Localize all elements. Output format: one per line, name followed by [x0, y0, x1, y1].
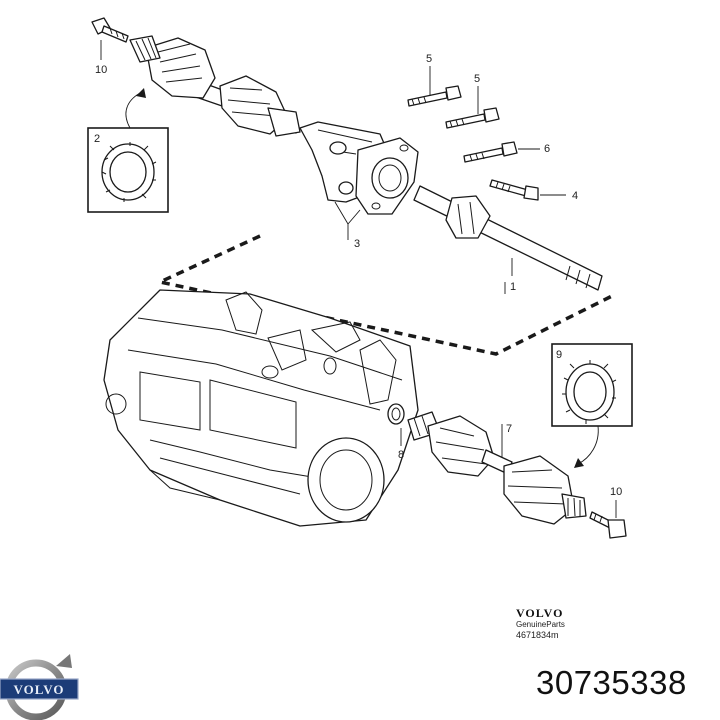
callout-9: 9: [556, 349, 562, 361]
callout-4: 4: [572, 190, 578, 202]
logo-text: VOLVO: [14, 682, 65, 697]
bolt-4: [489, 179, 539, 201]
callout-5-lower: 5: [474, 73, 480, 85]
bolt-5-lower: [445, 107, 500, 129]
callout-2: 2: [94, 133, 100, 145]
callout-3: 3: [354, 238, 360, 250]
callout-7: 7: [506, 423, 512, 435]
abs-ring-2-box: [87, 88, 169, 213]
bolt-5-upper: [407, 85, 462, 107]
callout-5-upper: 5: [426, 53, 432, 65]
abs-ring-9-box: [551, 343, 633, 468]
right-driveshaft-7: [407, 411, 587, 525]
bolt-10-bottom: [589, 511, 627, 539]
bolt-6: [463, 141, 518, 163]
part-number: 30735338: [536, 664, 687, 701]
callout-10-top: 10: [95, 64, 107, 76]
intermediate-shaft-1: [413, 185, 603, 291]
callout-10-bottom: 10: [610, 486, 622, 498]
brand-block: VOLVO GenuineParts 4671834m: [516, 607, 626, 641]
bracket-3: [299, 121, 419, 215]
callout-8: 8: [398, 449, 404, 461]
left-driveshaft: [129, 35, 301, 137]
seal-8: [387, 403, 405, 425]
gearbox-housing: [103, 289, 419, 527]
brand-name: VOLVO: [516, 606, 564, 620]
callout-1: 1: [510, 281, 516, 293]
callout-6: 6: [544, 143, 550, 155]
bolt-10-top: [91, 17, 129, 43]
drawing-code: 4671834m: [516, 630, 559, 640]
brand-subtitle: GenuineParts: [516, 620, 565, 629]
volvo-logo: VOLVO: [0, 654, 79, 720]
